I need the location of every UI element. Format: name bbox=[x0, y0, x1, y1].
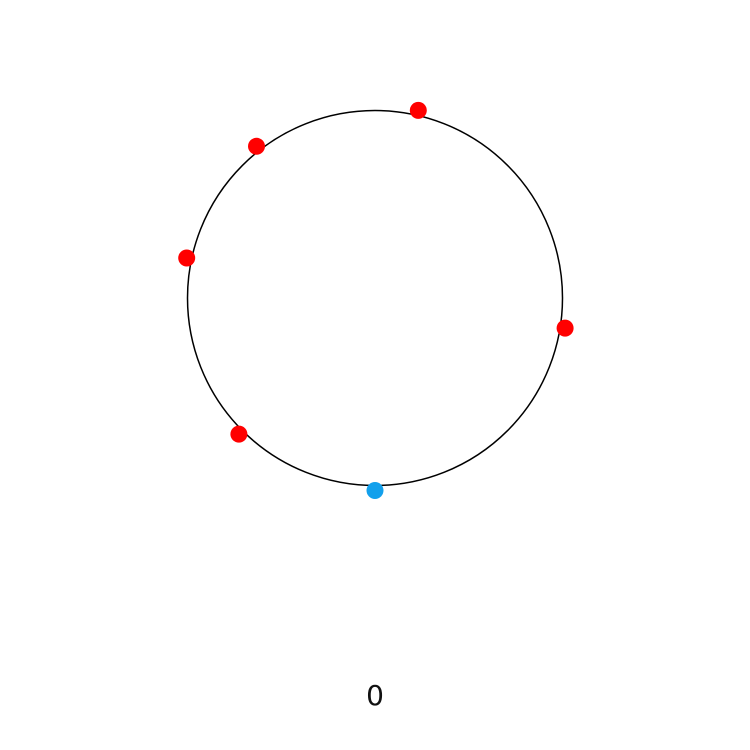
score-display: 0 bbox=[366, 679, 384, 712]
obstacle-dot bbox=[409, 101, 427, 119]
obstacle-dot bbox=[556, 319, 574, 337]
player-dot bbox=[366, 482, 384, 499]
obstacle-dot bbox=[248, 137, 265, 155]
obstacle-dot bbox=[230, 425, 248, 443]
dots-layer bbox=[178, 101, 574, 499]
obstacle-dot bbox=[178, 249, 196, 267]
